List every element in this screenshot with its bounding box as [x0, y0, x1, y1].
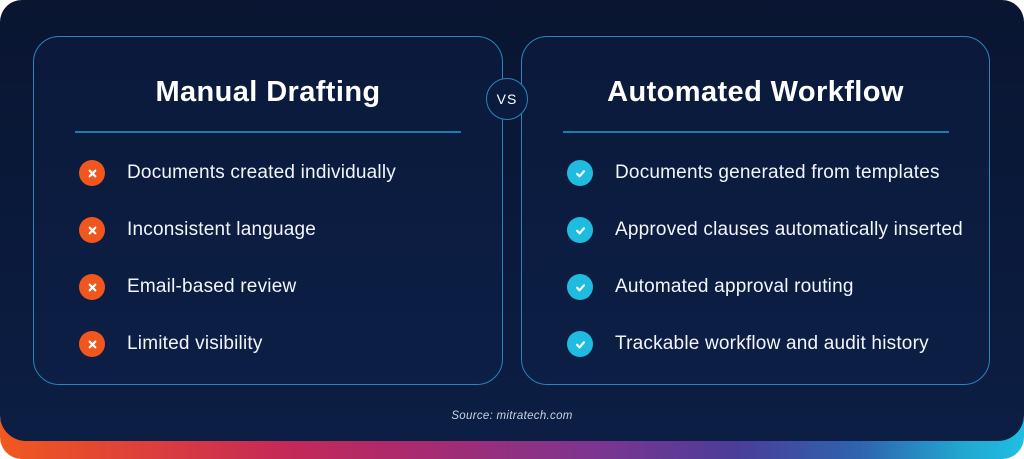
check-icon: [567, 160, 593, 186]
list-item-label: Email-based review: [127, 276, 297, 297]
title-divider: [562, 131, 949, 133]
manual-drafting-panel: Manual Drafting Documents created indivi…: [33, 36, 503, 385]
content-background: Manual Drafting Documents created indivi…: [0, 0, 1024, 441]
list-item: Email-based review: [79, 274, 502, 300]
automated-workflow-list: Documents generated from templates Appro…: [522, 160, 989, 357]
list-item: Documents created individually: [79, 160, 502, 186]
list-item: Approved clauses automatically inserted: [567, 217, 989, 243]
list-item: Documents generated from templates: [567, 160, 989, 186]
list-item-label: Inconsistent language: [127, 219, 317, 240]
vs-badge: VS: [486, 78, 528, 120]
list-item: Limited visibility: [79, 331, 502, 357]
list-item-label: Documents created individually: [127, 162, 396, 183]
vs-badge-label: VS: [496, 91, 518, 107]
list-item-label: Automated approval routing: [615, 276, 854, 297]
list-item: Trackable workflow and audit history: [567, 331, 989, 357]
cross-icon: [79, 217, 105, 243]
list-item-label: Documents generated from templates: [615, 162, 940, 183]
check-icon: [567, 217, 593, 243]
source-attribution: Source: mitratech.com: [451, 410, 573, 422]
list-item-label: Limited visibility: [127, 333, 263, 354]
automated-workflow-panel: Automated Workflow Documents generated f…: [521, 36, 990, 385]
check-icon: [567, 274, 593, 300]
automated-workflow-title: Automated Workflow: [607, 76, 904, 108]
list-item: Inconsistent language: [79, 217, 502, 243]
manual-drafting-list: Documents created individually Inconsist…: [34, 160, 502, 357]
title-divider: [75, 131, 461, 133]
manual-drafting-title: Manual Drafting: [155, 76, 381, 108]
cross-icon: [79, 274, 105, 300]
check-icon: [567, 331, 593, 357]
cross-icon: [79, 160, 105, 186]
cross-icon: [79, 331, 105, 357]
list-item: Automated approval routing: [567, 274, 989, 300]
list-item-label: Trackable workflow and audit history: [615, 333, 929, 354]
list-item-label: Approved clauses automatically inserted: [615, 219, 963, 240]
